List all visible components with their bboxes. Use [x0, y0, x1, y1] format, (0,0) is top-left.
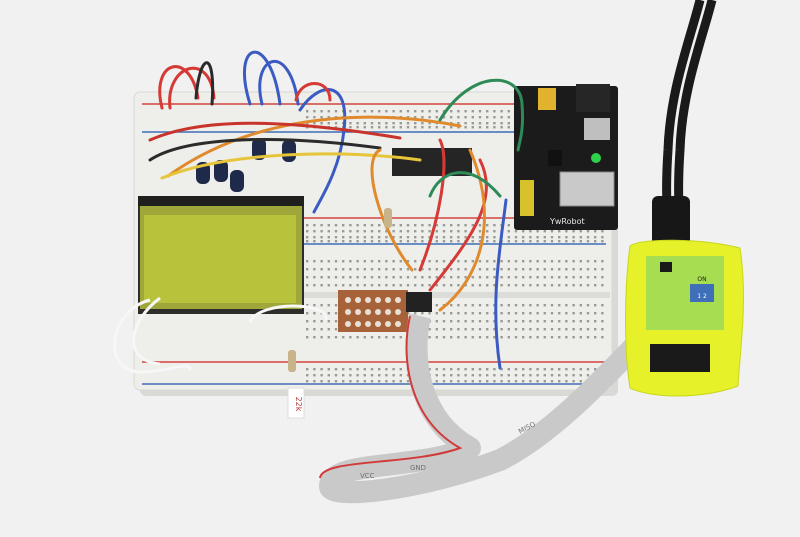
resistors: [288, 208, 392, 372]
ribbon-print-vcc: VCC: [360, 472, 375, 480]
ribbon-print-gnd: GND: [410, 464, 426, 472]
usb-cable: [652, 0, 717, 248]
resistor-tag-label: 22k: [294, 397, 303, 412]
programmer-switch-digits: 1 2: [697, 293, 707, 300]
adapter-protoboard: [338, 290, 432, 332]
power-module-label: YwRobot: [549, 217, 585, 226]
resistor-tag: 22k: [287, 387, 305, 419]
lcd-display: [138, 196, 304, 314]
bottom-power-rail: [142, 361, 606, 385]
jumper-wires: [148, 50, 524, 370]
ribbon-cable: VCC GND MISO: [319, 312, 668, 504]
programmer-switch-label: ON: [697, 276, 706, 283]
capacitors: [196, 138, 296, 192]
usb-programmer: ON 1 2: [625, 239, 744, 397]
white-wires: [113, 296, 328, 374]
power-supply-module: YwRobot: [514, 84, 618, 230]
